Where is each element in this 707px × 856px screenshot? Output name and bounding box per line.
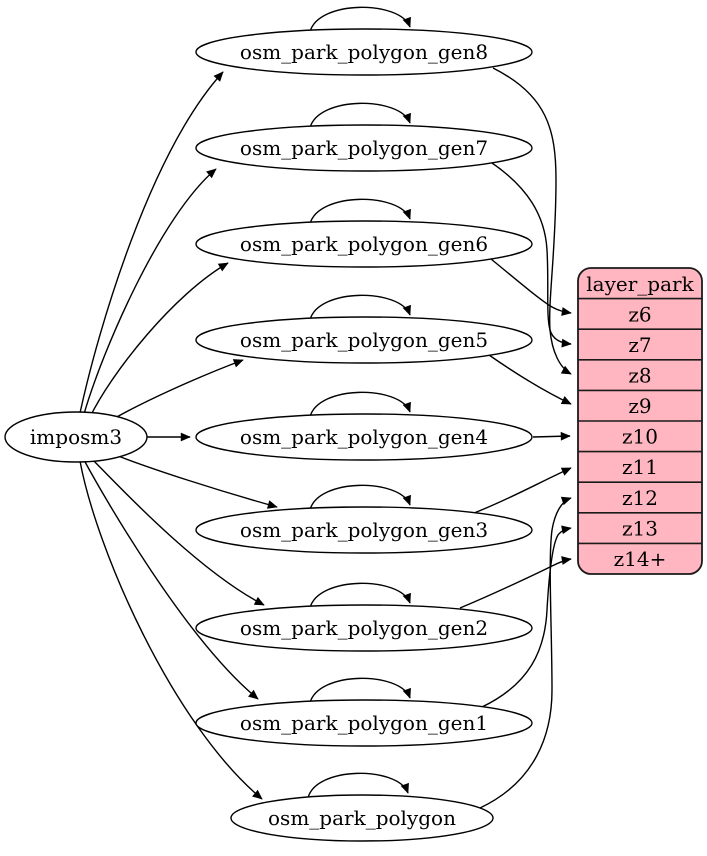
node-gen6: osm_park_polygon_gen6: [195, 220, 533, 268]
layer-park-title: layer_park: [586, 272, 694, 296]
gen2-label: osm_park_polygon_gen2: [240, 616, 488, 640]
gen1-ellipse: [195, 699, 533, 747]
node-gen4: osm_park_polygon_gen4: [195, 413, 533, 461]
self-loop-gen1: [309, 677, 411, 704]
layer-park-row-z12: z12: [622, 486, 658, 510]
edges-to-layer-park: [459, 67, 572, 809]
layer-park-row-z14: z14+: [614, 547, 667, 571]
layer-park-row-z11: z11: [622, 455, 658, 479]
node-gen5: osm_park_polygon_gen5: [195, 316, 533, 364]
self-loop-gen2: [309, 582, 411, 609]
layer-park-row-z13: z13: [622, 517, 658, 541]
self-loop-gen8: [309, 6, 411, 33]
gen8-ellipse: [195, 28, 533, 76]
self-loop-gen5: [309, 294, 411, 321]
layer-park-row-z6: z6: [628, 303, 651, 327]
edge-gen4-to-z10: [532, 431, 571, 441]
node-gen2: osm_park_polygon_gen2: [195, 604, 533, 652]
node-imposm3: imposm3: [4, 411, 148, 463]
layer-park-row-z7: z7: [628, 333, 651, 357]
gen4-ellipse: [195, 413, 533, 461]
edge-gen7-to-z7: [491, 162, 572, 348]
edge-imposm3-to-gen8: [79, 71, 224, 414]
imposm3-label: imposm3: [30, 425, 122, 449]
self-loop-gen6: [309, 198, 411, 225]
node-gen7: osm_park_polygon_gen7: [195, 124, 533, 172]
edges-from-imposm3: [79, 71, 278, 800]
self-loop-gen4: [309, 391, 411, 418]
self-loop-polygon: [307, 772, 409, 799]
imposm3-ellipse: [4, 411, 148, 463]
edge-gen1-to-z13: [481, 525, 572, 708]
gen5-ellipse: [195, 316, 533, 364]
node-gen1: osm_park_polygon_gen1: [195, 699, 533, 747]
edge-imposm3-to-gen1: [83, 459, 259, 700]
edge-gen2-to-z14: [459, 556, 572, 609]
gen3-label: osm_park_polygon_gen3: [240, 518, 488, 542]
layer-park-row-z8: z8: [628, 364, 651, 388]
node-gen3: osm_park_polygon_gen3: [195, 506, 533, 554]
gen6-ellipse: [195, 220, 533, 268]
gen7-label: osm_park_polygon_gen7: [240, 136, 488, 160]
gen5-label: osm_park_polygon_gen5: [240, 328, 488, 352]
edge-imposm3-to-gen3: [107, 451, 278, 509]
edge-imposm3-to-polygon: [79, 460, 263, 800]
edge-imposm3-to-gen7: [83, 168, 217, 415]
layer-park-row-z10: z10: [622, 425, 658, 449]
polygon-ellipse: [230, 794, 494, 842]
gen4-label: osm_park_polygon_gen4: [240, 425, 488, 449]
gen7-ellipse: [195, 124, 533, 172]
gen8-label: osm_park_polygon_gen8: [240, 40, 488, 64]
self-loops: [307, 6, 411, 799]
edge-gen8-to-z8: [492, 67, 572, 375]
gen3-ellipse: [195, 506, 533, 554]
edge-gen5-to-z9: [488, 354, 572, 405]
node-polygon: osm_park_polygon: [230, 794, 494, 842]
gen2-ellipse: [195, 604, 533, 652]
self-loop-gen3: [309, 484, 411, 511]
edge-imposm3-to-gen5: [107, 359, 244, 423]
gen6-label: osm_park_polygon_gen6: [240, 232, 488, 256]
edge-polygon-to-z12: [479, 496, 572, 809]
gen1-label: osm_park_polygon_gen1: [240, 711, 488, 735]
polygon-label: osm_park_polygon: [268, 806, 456, 830]
edge-imposm3-to-gen6: [89, 262, 229, 418]
self-loop-gen7: [309, 102, 411, 129]
node-gen8: osm_park_polygon_gen8: [195, 28, 533, 76]
layer-park-row-z9: z9: [628, 394, 651, 418]
node-layer-park: layer_park z6 z7 z8 z9 z10 z11 z12 z13 z…: [577, 267, 703, 575]
layer-park-row-dividers: [578, 297, 702, 545]
edge-imposm3-to-gen2: [89, 456, 265, 606]
edge-gen3-to-z11: [473, 467, 572, 514]
edge-gen6-to-z6: [490, 258, 572, 316]
